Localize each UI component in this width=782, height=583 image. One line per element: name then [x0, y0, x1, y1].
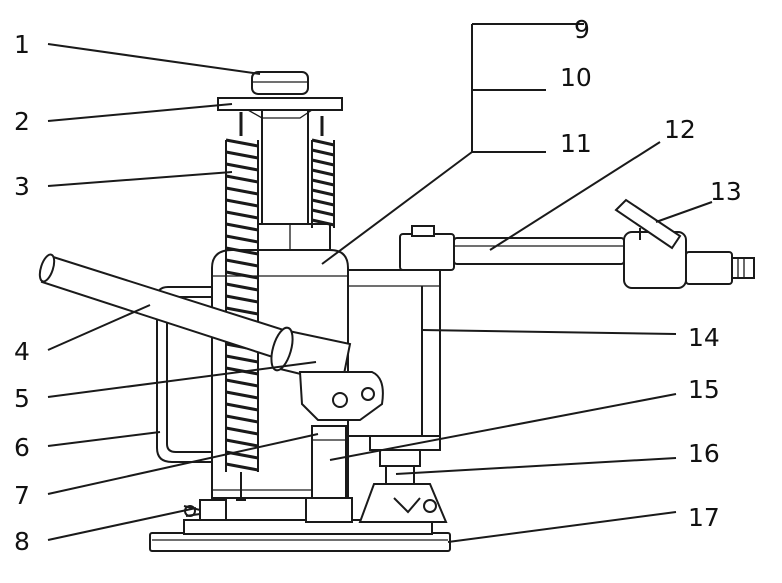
leader-lines [47, 23, 713, 543]
handle-socket [270, 326, 384, 421]
label-16: 16 [688, 439, 720, 468]
label-8: 8 [14, 527, 30, 556]
base-plate [149, 519, 451, 552]
label-6: 6 [14, 433, 30, 462]
label-11: 11 [560, 129, 592, 158]
label-17: 17 [688, 503, 720, 532]
part-labels: 1 2 3 4 5 6 7 8 9 10 11 12 13 14 15 16 1… [14, 15, 742, 556]
label-2: 2 [14, 107, 30, 136]
air-pipe [399, 225, 625, 271]
label-5: 5 [14, 384, 30, 413]
pump-cylinder [347, 269, 441, 485]
label-14: 14 [688, 323, 720, 352]
label-1: 1 [14, 30, 30, 59]
label-4: 4 [14, 337, 30, 366]
label-10: 10 [560, 63, 592, 92]
release-screw [183, 499, 227, 521]
top-plate [217, 97, 343, 119]
pump-base-fittings [358, 483, 448, 523]
air-valve [614, 198, 755, 289]
pump-plunger [305, 425, 353, 523]
ram [257, 107, 331, 251]
label-3: 3 [14, 172, 30, 201]
saddle [251, 71, 309, 95]
label-12: 12 [664, 115, 696, 144]
label-13: 13 [710, 177, 742, 206]
label-7: 7 [14, 481, 30, 510]
return-springs [225, 112, 335, 501]
label-9: 9 [574, 15, 590, 44]
label-15: 15 [688, 375, 720, 404]
